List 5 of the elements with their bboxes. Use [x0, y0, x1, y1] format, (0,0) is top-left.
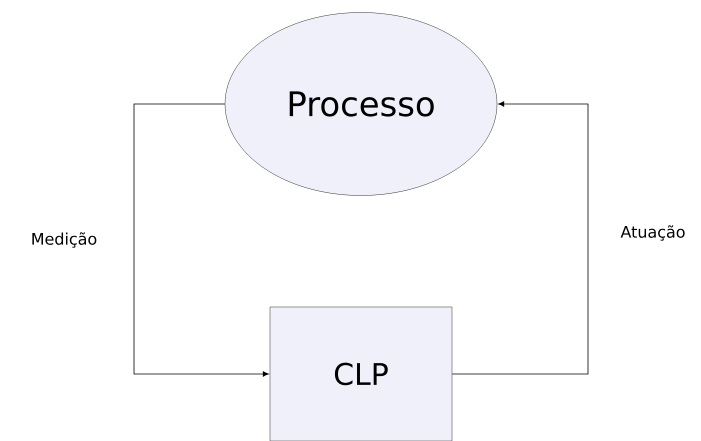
edge-label: Medição: [32, 232, 96, 248]
arrow: [452, 101, 588, 374]
controller-box: CLP: [270, 306, 452, 441]
edge-label: Atuação: [620, 225, 685, 241]
arrow: [134, 104, 269, 377]
